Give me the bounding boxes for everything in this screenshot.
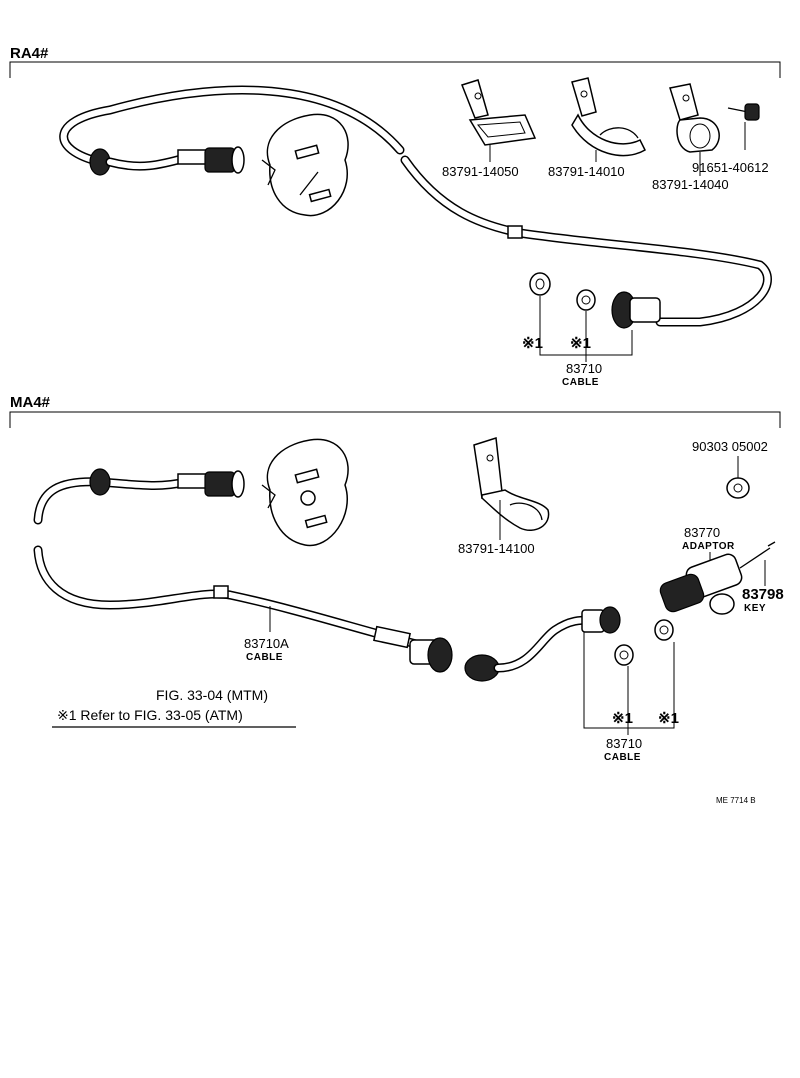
- speedometer-icon: [261, 438, 349, 547]
- ra4-bracket3-label: 83791-14040: [652, 177, 729, 192]
- section-bracket-ra4: [9, 61, 781, 78]
- ma4-cable-a-number: 83710A: [244, 636, 289, 651]
- clip-bracket-icon: [669, 83, 720, 153]
- washer-icon: [654, 619, 674, 641]
- ma4-mark-a: ※1: [612, 710, 633, 727]
- ra4-mark-b: ※1: [570, 335, 591, 352]
- figure-reference: FIG. 33-04 (MTM): [156, 687, 268, 703]
- ra4-upper-cable: [59, 85, 405, 176]
- grommet-icon: [89, 468, 111, 496]
- washer-icon: [576, 289, 596, 311]
- ma4-washer-label: 90303 05002: [692, 439, 768, 454]
- ma4-cable-number: 83710: [606, 736, 642, 751]
- meter-connector-icon: [204, 470, 245, 498]
- key-icon: [739, 541, 776, 569]
- section-bracket-ma4: [9, 411, 781, 428]
- section-label-ra4: RA4#: [10, 45, 49, 62]
- bracket-icon: [461, 79, 537, 146]
- ma4-lower-cable: [33, 545, 425, 650]
- ra4-bracket1-label: 83791-14050: [442, 164, 519, 179]
- refer-note: ※1 Refer to FIG. 33-05 (ATM): [57, 707, 243, 723]
- ma4-adaptor-name: ADAPTOR: [682, 541, 735, 552]
- ma4-key-name: KEY: [744, 603, 766, 614]
- ra4-mark-a: ※1: [522, 335, 543, 352]
- ma4-upper-cable: [33, 468, 245, 525]
- ma4-cable-a-name: CABLE: [246, 652, 283, 663]
- ma4-key-number: 83798: [742, 586, 784, 603]
- section-label-ma4: MA4#: [10, 394, 51, 411]
- ra4-bracket2-label: 83791-14010: [548, 164, 625, 179]
- ma4-mark-b: ※1: [658, 710, 679, 727]
- bracket-icon: [473, 437, 550, 531]
- ma4-cable-end-icon: [409, 637, 453, 673]
- bolt-icon: [727, 103, 760, 121]
- ma4-adaptor-number: 83770: [684, 525, 720, 540]
- meter-connector-icon: [204, 146, 245, 174]
- washer-icon: [726, 477, 750, 499]
- washer-icon: [614, 644, 634, 666]
- washer-icon: [529, 272, 551, 296]
- speedometer-icon: [261, 113, 349, 217]
- ma4-right-cable: [464, 606, 621, 682]
- ma4-cable-name: CABLE: [604, 752, 641, 763]
- ra4-bolt-label: 91651-40612: [692, 160, 769, 175]
- ra4-cable-number: 83710: [566, 361, 602, 376]
- adaptor-icon: [659, 553, 743, 615]
- drawing-code: ME 7714 B: [716, 796, 756, 805]
- ra4-lower-cable: [400, 155, 772, 327]
- ra4-cable-end-icon: [611, 291, 661, 329]
- clamp-icon: [571, 77, 646, 157]
- ra4-cable-name: CABLE: [562, 377, 599, 388]
- ma4-bracket-label: 83791-14100: [458, 541, 535, 556]
